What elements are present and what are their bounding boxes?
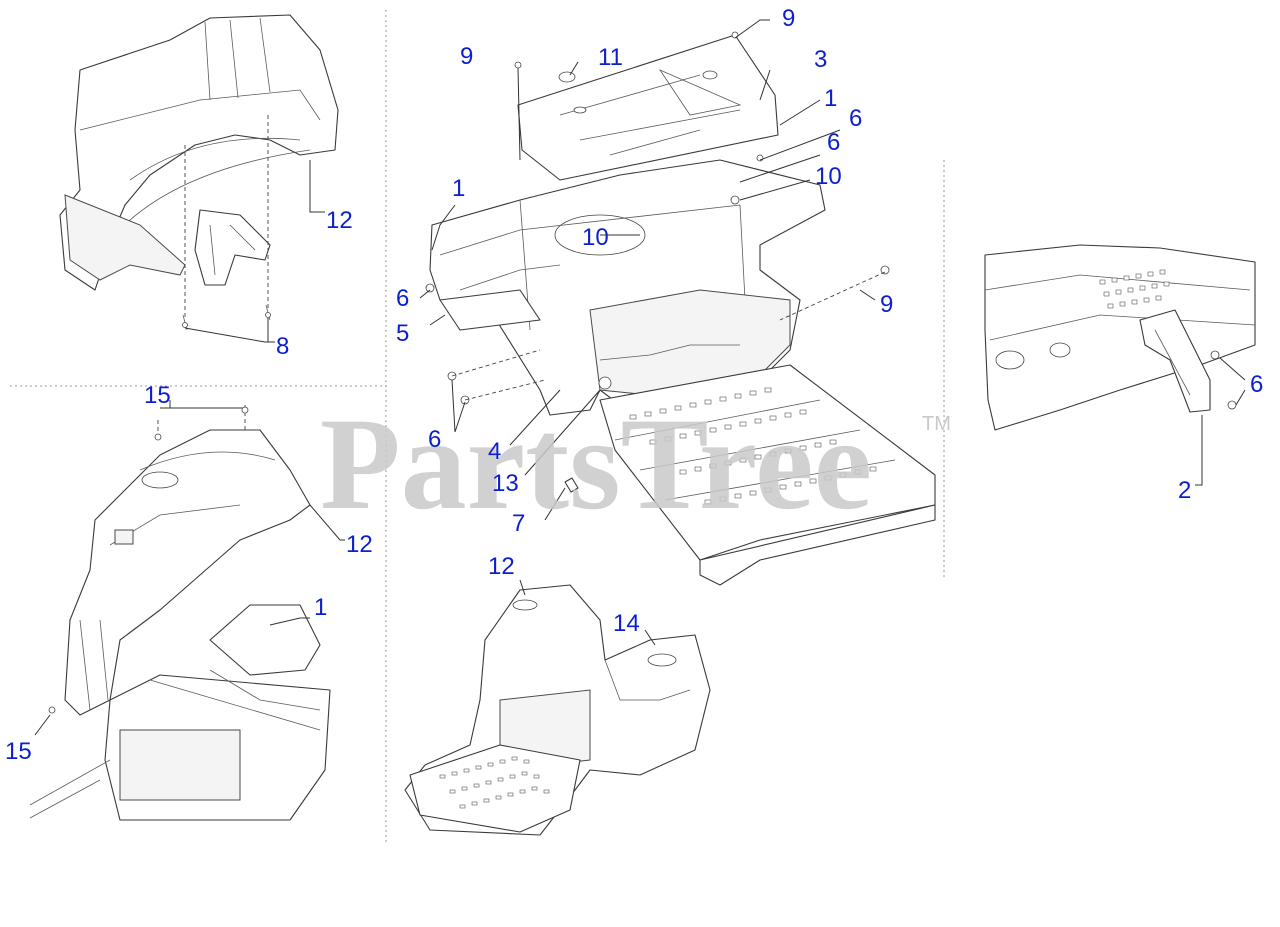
callout-2: 2 — [1178, 477, 1191, 504]
callout-1: 1 — [314, 594, 327, 621]
callout-9: 9 — [782, 5, 795, 32]
partstree-watermark: PartsTree TM — [320, 390, 951, 537]
callout-5: 5 — [396, 320, 409, 347]
callout-12: 12 — [346, 531, 373, 558]
callout-6: 6 — [827, 129, 840, 156]
callout-6: 6 — [849, 105, 862, 132]
right-frame-detail-view — [984, 244, 1256, 486]
callout-11: 11 — [598, 44, 623, 71]
callout-6: 6 — [1250, 371, 1263, 398]
callout-1: 1 — [824, 85, 837, 112]
callout-10: 10 — [815, 163, 842, 190]
center-frame-exploded-view — [419, 19, 936, 586]
callout-4: 4 — [488, 438, 501, 465]
grate-perforations — [629, 387, 877, 505]
assembled-grate-perforations — [439, 756, 550, 809]
callout-6: 6 — [396, 285, 409, 312]
callout-12: 12 — [326, 207, 353, 234]
callout-7: 7 — [512, 510, 525, 537]
watermark-brand: PartsTree — [320, 390, 872, 537]
callout-13: 13 — [492, 470, 519, 497]
callout-9: 9 — [880, 291, 893, 318]
callout-10: 10 — [582, 224, 609, 251]
callout-1: 1 — [452, 175, 465, 202]
bottom-left-fender-view — [29, 400, 345, 821]
assembled-body-view — [404, 579, 711, 836]
callout-9: 9 — [460, 43, 473, 70]
callout-15: 15 — [144, 382, 171, 409]
callout-12: 12 — [488, 553, 515, 580]
callout-15: 15 — [5, 738, 32, 765]
callout-6: 6 — [428, 426, 441, 453]
callout-14: 14 — [613, 610, 640, 637]
top-left-fender-view — [59, 14, 339, 343]
callout-3: 3 — [814, 46, 827, 73]
watermark-trademark: TM — [922, 413, 951, 435]
callout-labels: 12 8 15 12 1 15 9 11 9 3 1 6 6 10 1 10 6… — [5, 5, 1263, 765]
right-perforations — [1099, 269, 1170, 309]
callout-8: 8 — [276, 333, 289, 360]
